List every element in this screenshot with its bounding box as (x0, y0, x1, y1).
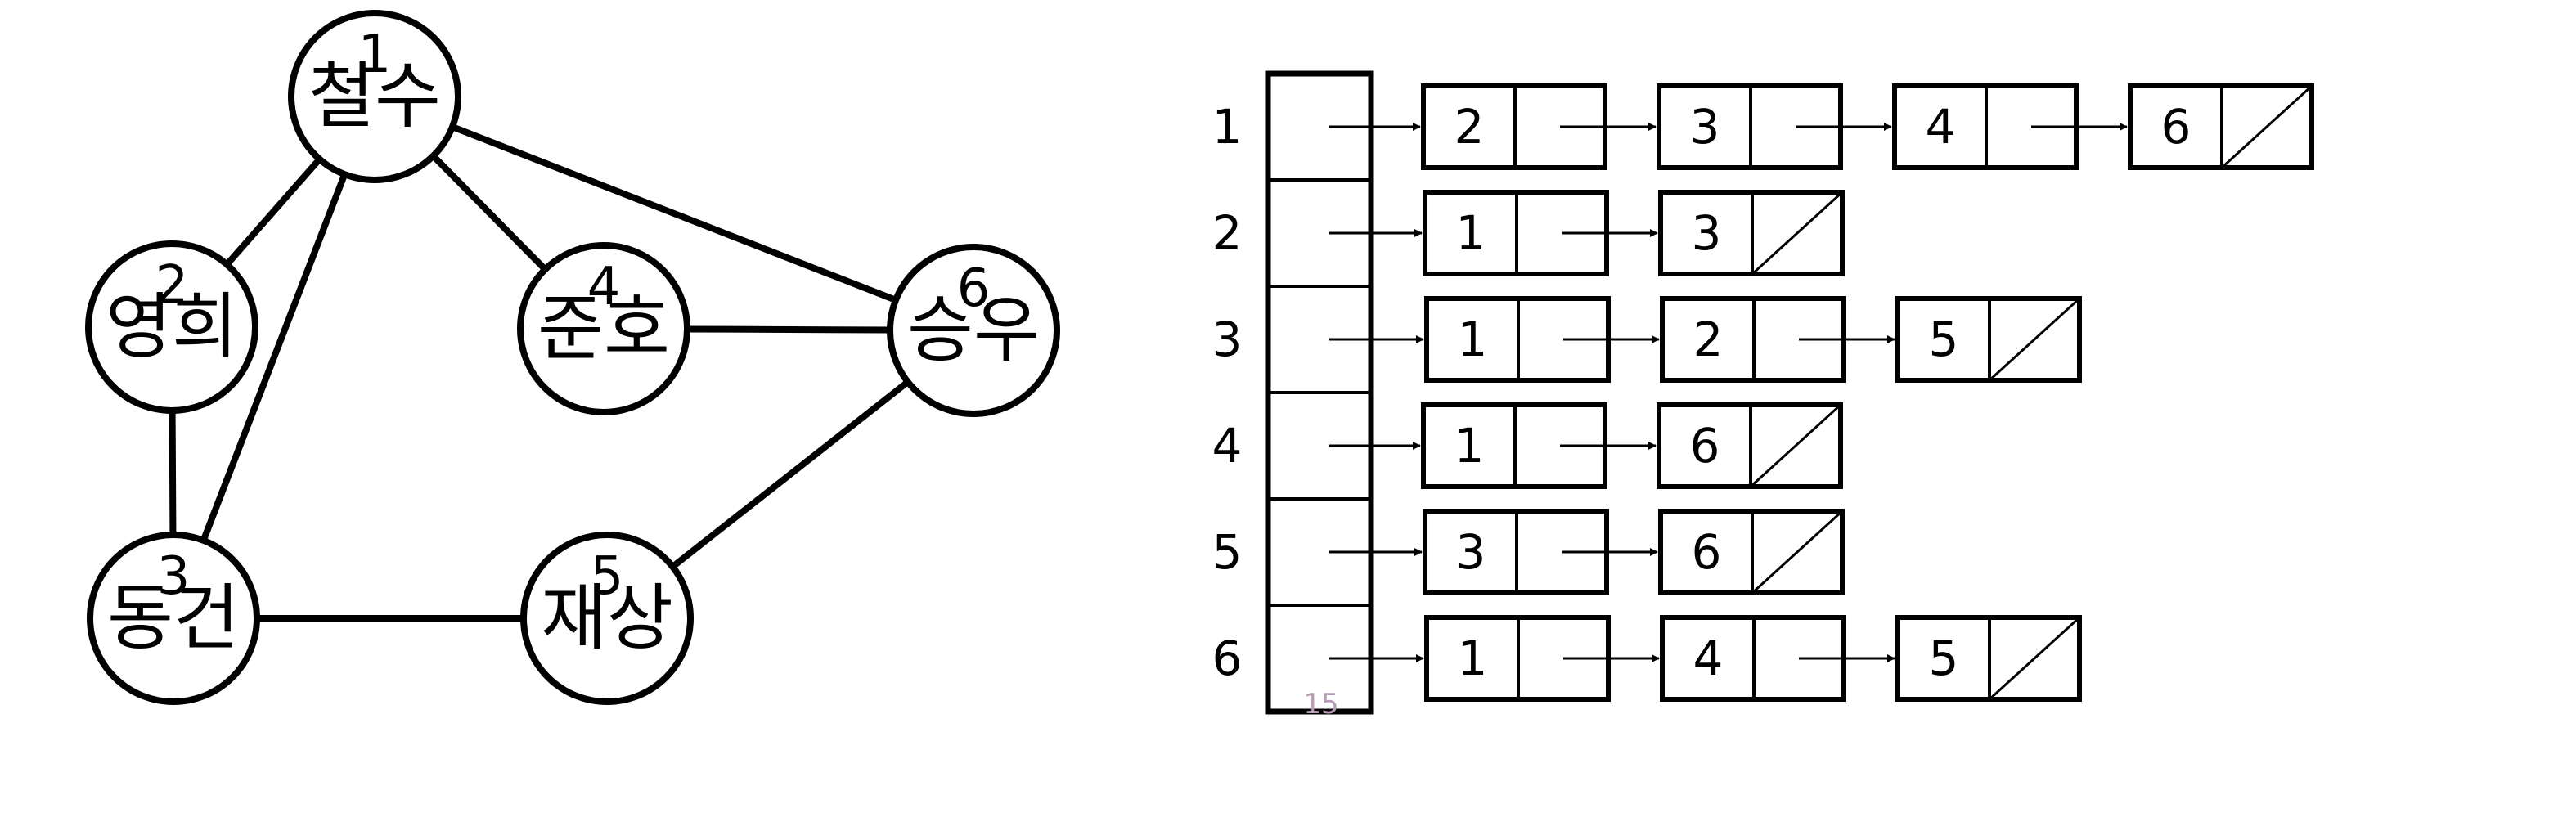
node-circle (87, 532, 260, 705)
edge-1-4 (430, 153, 548, 272)
adjacency-row-1: 1 2 3 4 6 (1212, 83, 2314, 170)
node-5: 5재상 (520, 532, 694, 705)
node-name: 영희 (106, 285, 238, 369)
edge-1-3 (200, 173, 348, 542)
list-node-value: 6 (2161, 99, 2192, 155)
list-node-value: 3 (1456, 524, 1486, 580)
adjacency-row-2: 2 1 3 (1212, 190, 1845, 276)
edge-5-6 (670, 379, 910, 570)
row-label: 4 (1212, 418, 1243, 474)
row-label: 6 (1212, 631, 1243, 686)
null-pointer-slash (1988, 616, 2081, 701)
list-node-value: 2 (1454, 99, 1485, 155)
list-node: 3 (1423, 509, 1658, 595)
node-circle (85, 240, 258, 414)
row-label: 5 (1212, 524, 1243, 580)
list-node-value: 6 (1690, 418, 1720, 474)
null-pointer-slash (1751, 510, 1844, 595)
node-number: 3 (157, 546, 191, 607)
node-number: 1 (358, 25, 392, 85)
graph-edges (169, 123, 910, 622)
node-2: 2영희 (85, 240, 258, 414)
node-circle (288, 10, 461, 183)
list-node: 2 (1421, 83, 1657, 170)
list-node-value: 1 (1456, 205, 1486, 261)
list-node: 5 (1895, 296, 2082, 383)
node-circle (517, 242, 690, 415)
page-number: 15 (1303, 688, 1338, 720)
list-node-value: 6 (1692, 524, 1722, 580)
list-node: 4 (1660, 615, 1895, 702)
node-1: 1철수 (288, 10, 461, 183)
list-node-value: 4 (1926, 99, 1956, 155)
edge-1-6 (451, 123, 897, 303)
node-name: 동건 (107, 576, 240, 660)
list-node-value: 3 (1690, 99, 1720, 155)
list-node: 5 (1895, 615, 2082, 702)
list-node-value: 3 (1692, 205, 1722, 261)
node-name: 철수 (308, 54, 441, 138)
null-pointer-slash (1751, 191, 1844, 276)
adjacency-row-5: 5 3 6 (1212, 509, 1845, 595)
node-circle (520, 532, 694, 705)
node-number: 2 (155, 255, 189, 316)
edge-1-2 (224, 156, 322, 267)
list-node: 3 (1657, 83, 1892, 170)
list-node-value: 5 (1929, 312, 1959, 367)
adjacency-list: 1 2 3 4 6 2 1 3 3 1 2 5 4 1 6 5 3 6 6 1 4 5 (1212, 70, 2314, 715)
list-node: 1 (1424, 296, 1660, 383)
node-number: 6 (957, 258, 991, 319)
list-node: 2 (1660, 296, 1895, 383)
adjacency-row-3: 3 1 2 5 (1212, 296, 2082, 383)
row-label: 2 (1212, 205, 1243, 261)
node-4: 4준호 (517, 242, 690, 415)
list-node: 1 (1421, 402, 1657, 489)
list-node: 6 (1658, 509, 1845, 595)
adjacency-row-6: 6 1 4 5 (1212, 615, 2082, 702)
node-number: 5 (591, 546, 624, 607)
node-6: 6승우 (887, 244, 1060, 417)
list-node: 6 (1657, 402, 1843, 489)
null-pointer-slash (2220, 84, 2313, 169)
null-pointer-slash (1749, 403, 1842, 488)
list-node-value: 1 (1458, 312, 1488, 367)
adjacency-row-4: 4 1 6 (1212, 402, 1843, 489)
node-name: 승우 (907, 288, 1040, 372)
list-node-value: 4 (1693, 631, 1724, 686)
list-node-value: 2 (1693, 312, 1724, 367)
list-node: 6 (2128, 83, 2314, 170)
list-node-value: 5 (1929, 631, 1959, 686)
edge-4-6 (686, 325, 891, 334)
node-circle (887, 244, 1060, 417)
node-number: 4 (587, 257, 621, 317)
null-pointer-slash (1988, 297, 2081, 382)
list-node-value: 1 (1454, 418, 1485, 474)
list-node: 1 (1424, 615, 1660, 702)
node-3: 3동건 (87, 532, 260, 705)
row-label: 3 (1212, 312, 1243, 367)
list-node: 4 (1892, 83, 2128, 170)
list-node-value: 1 (1458, 631, 1488, 686)
list-node: 3 (1658, 190, 1845, 276)
node-name: 재상 (541, 576, 673, 660)
node-name: 준호 (537, 286, 670, 370)
row-label: 1 (1212, 99, 1243, 155)
list-node: 1 (1423, 190, 1658, 276)
